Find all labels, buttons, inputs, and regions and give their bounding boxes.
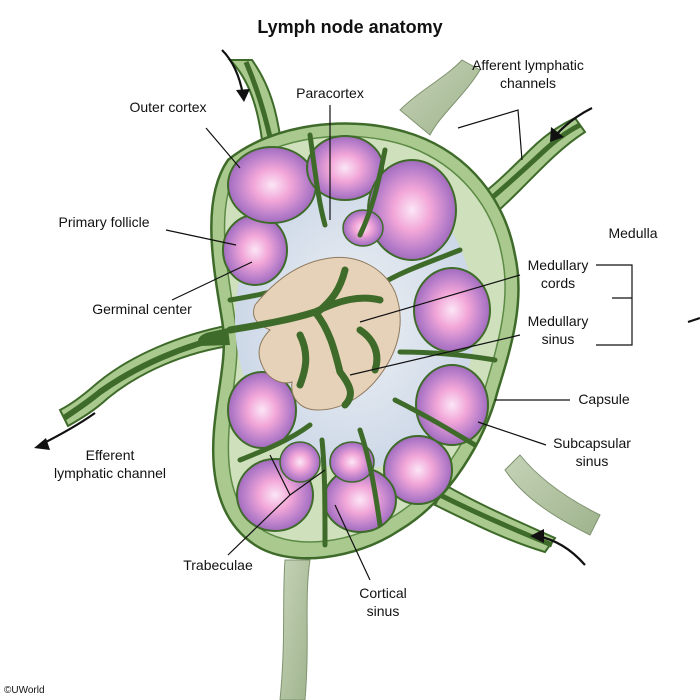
- label-medullary-cords-line1: Medullary: [528, 257, 589, 273]
- follicle: [413, 267, 491, 353]
- label-afferent-line2: channels: [500, 75, 556, 91]
- label-medullary-cords-line2: cords: [541, 275, 575, 291]
- label-paracortex: Paracortex: [296, 85, 364, 101]
- label-efferent-line1: Efferent: [86, 447, 135, 463]
- follicles: [222, 135, 491, 533]
- primary-follicle: [222, 214, 288, 286]
- follicle: [227, 146, 317, 224]
- label-medullary-sinus-line1: Medullary: [528, 313, 589, 329]
- leader-lines: [165, 105, 633, 581]
- label-medullary-sinus-line2: sinus: [542, 331, 575, 347]
- label-trabeculae: Trabeculae: [183, 557, 253, 573]
- follicle: [279, 441, 321, 483]
- follicle: [383, 435, 453, 505]
- label-medulla: Medulla: [608, 225, 657, 241]
- labels: Outer cortex Paracortex Afferent lymphat…: [54, 57, 658, 619]
- label-efferent-line2: lymphatic channel: [54, 465, 166, 481]
- blood-vessels: [279, 59, 601, 700]
- label-germinal-center: Germinal center: [92, 301, 192, 317]
- flow-arrows: [34, 49, 700, 566]
- label-outer-cortex: Outer cortex: [129, 99, 206, 115]
- label-primary-follicle: Primary follicle: [58, 214, 149, 230]
- copyright: ©UWorld: [4, 685, 45, 696]
- follicle: [415, 364, 489, 446]
- medullary-sinus: [226, 266, 384, 409]
- label-subcapsular-line2: sinus: [576, 453, 609, 469]
- label-capsule: Capsule: [578, 391, 630, 407]
- follicle: [227, 371, 297, 449]
- diagram-title: Lymph node anatomy: [257, 17, 442, 37]
- label-subcapsular-line1: Subcapsular: [553, 435, 631, 451]
- label-afferent-line1: Afferent lymphatic: [472, 57, 584, 73]
- label-cortical-sinus-line1: Cortical: [359, 585, 406, 601]
- follicle: [329, 441, 375, 483]
- label-cortical-sinus-line2: sinus: [367, 603, 400, 619]
